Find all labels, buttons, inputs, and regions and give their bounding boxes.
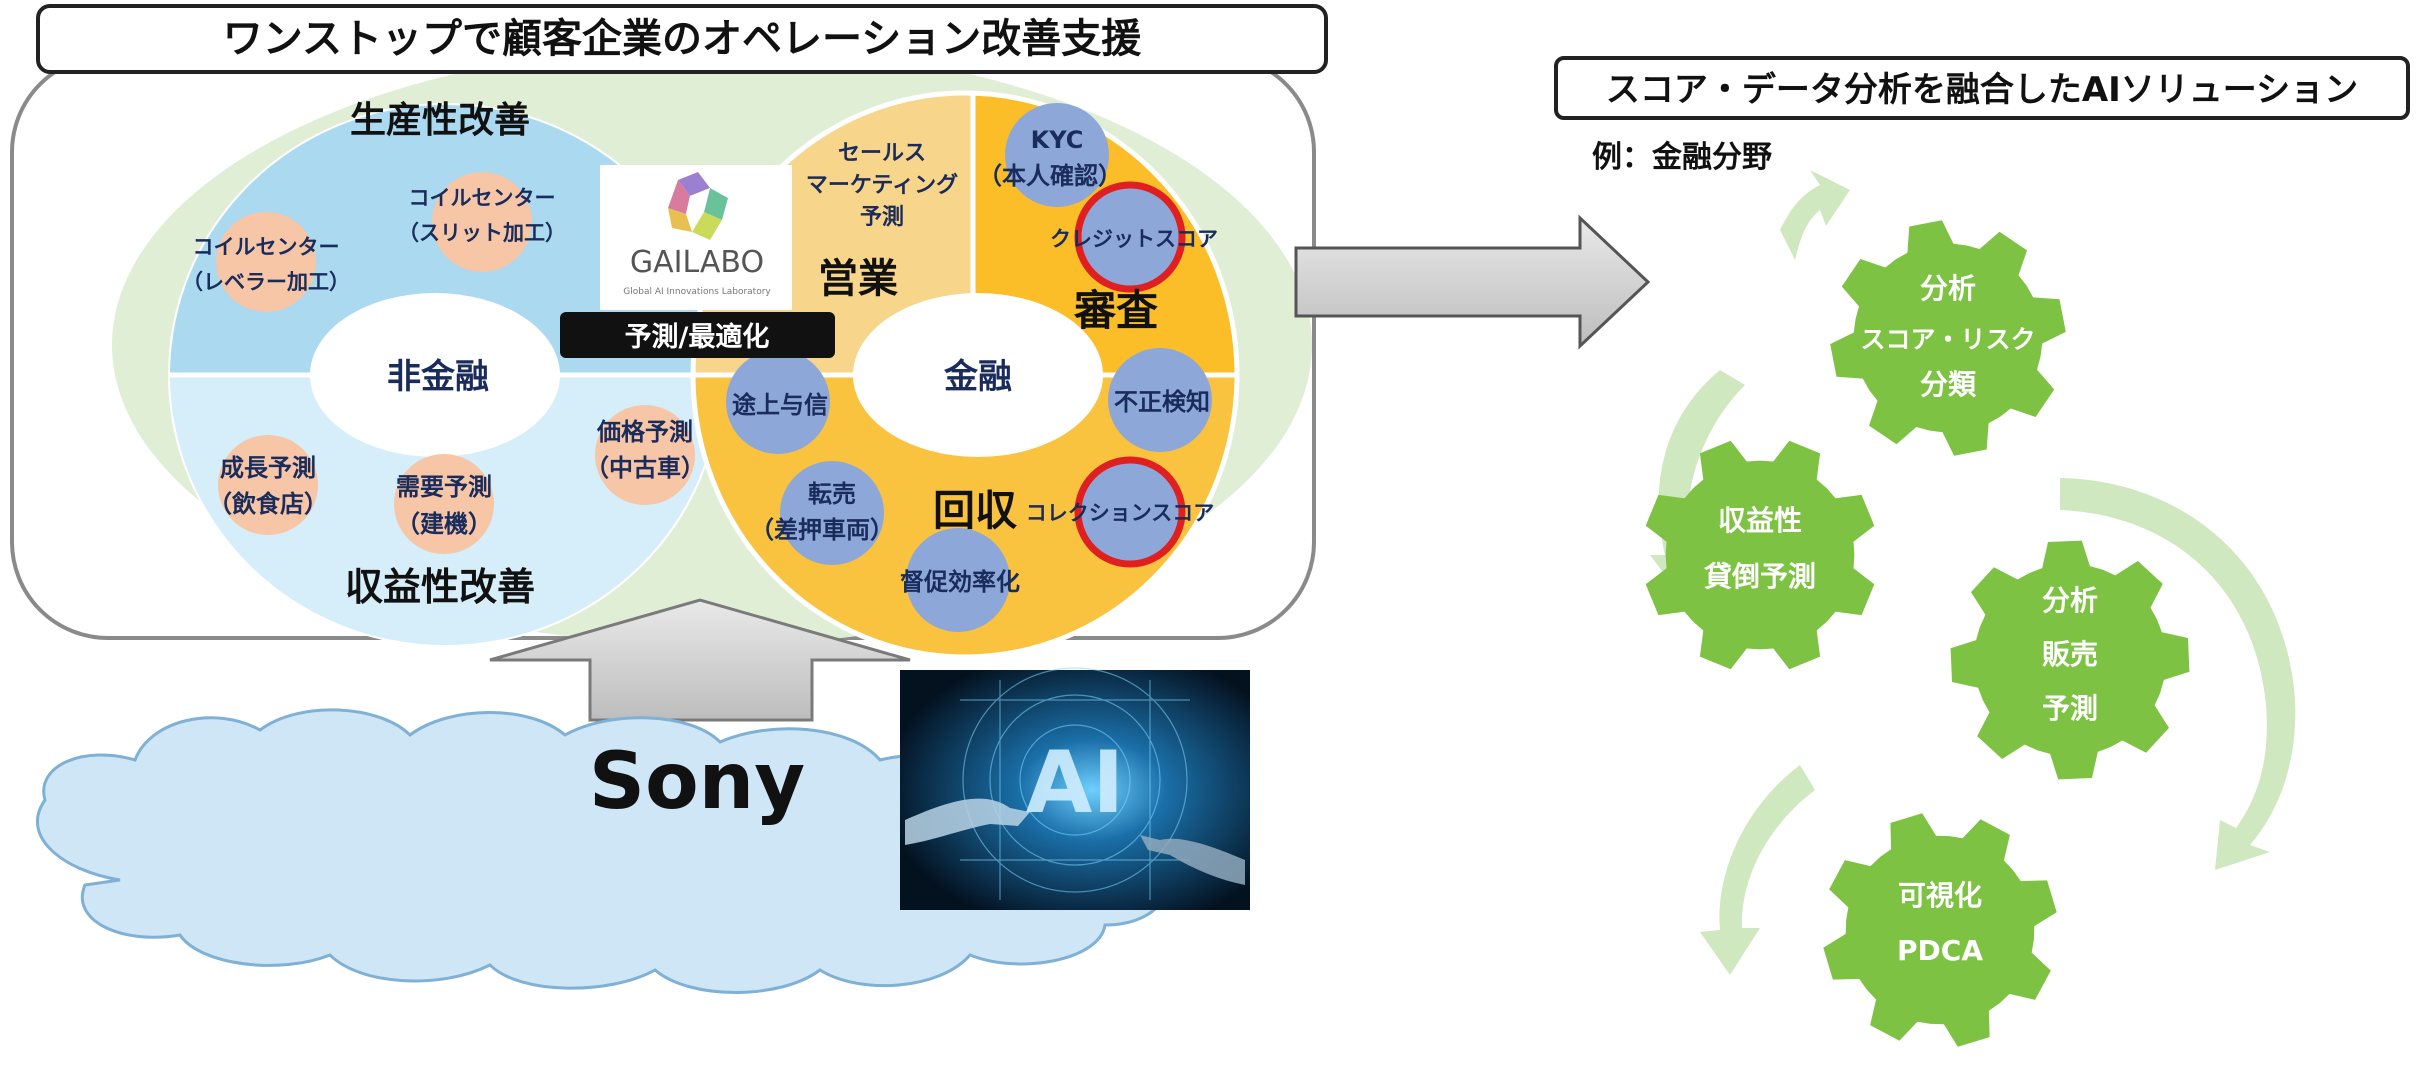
nf-item-5-line2: （中古車）: [585, 454, 705, 482]
nf-item-3-line2: （飲食店）: [208, 490, 328, 518]
non-finance-item-markers: [216, 172, 695, 554]
sales-item-line2: マーケティング: [806, 172, 958, 198]
gear-2: [1645, 440, 1875, 670]
nf-item-3-line1: 成長予測: [220, 454, 316, 482]
fin-item-collection-score: コレクションスコア: [1026, 501, 1215, 525]
gear-2-line1: 収益性: [1718, 504, 1802, 537]
hub-non-finance-label: 非金融: [387, 357, 489, 397]
gear-1: [1830, 220, 2066, 456]
gailabo-logo-name: GAILABO: [630, 245, 764, 280]
gear-3-line1: 分析: [2042, 584, 2098, 617]
nf-item-1-line1: コイルセンター: [409, 186, 556, 210]
ai-image: [900, 667, 1250, 910]
gear-3-line3: 予測: [2042, 692, 2098, 725]
fin-item-kyc-line1: KYC: [1031, 126, 1084, 154]
section-sales: 営業: [818, 256, 898, 302]
nf-item-2-line2: （レベラー加工）: [182, 270, 350, 294]
fin-item-resale-line1: 転売: [808, 480, 856, 508]
fin-item-dunning: 督促効率化: [900, 568, 1020, 596]
fin-item-credit-score: クレジットスコア: [1050, 227, 1218, 251]
highlight-collection-score: [1074, 456, 1186, 568]
gailabo-logo: [600, 165, 792, 310]
section-review: 審査: [1073, 286, 1158, 335]
gear-4-line2: PDCA: [1897, 934, 1983, 967]
sales-item-line3: 予測: [860, 205, 904, 230]
sales-item-line1: セールス: [838, 141, 926, 166]
fin-item-resale-line2: （差押車両）: [750, 516, 894, 544]
section-collection: 回収: [933, 486, 1017, 535]
optimize-badge: 予測/最適化: [625, 321, 770, 353]
fin-item-fraud: 不正検知: [1114, 388, 1210, 416]
nf-item-4-line1: 需要予測: [396, 473, 492, 501]
cloud-label: Sony: [589, 737, 805, 827]
ai-image-text: AI: [1026, 733, 1125, 833]
fin-item-kyc-line2: （本人確認）: [978, 162, 1122, 190]
hub-finance-label: 金融: [943, 357, 1012, 397]
gear-1-line3: 分類: [1920, 368, 1977, 401]
gears-group: [1645, 220, 2190, 1047]
text-layer: ワンストップで顧客企業のオペレーション改善支援 生産性改善 収益性改善 非金融 …: [182, 16, 2358, 967]
highlight-credit-score: [1074, 181, 1186, 293]
nf-item-4-line2: （建機）: [396, 510, 492, 538]
up-arrow: [489, 598, 911, 722]
gear-1-line2: スコア・リスク: [1860, 325, 2035, 354]
gailabo-logo-tagline: Global AI Innovations Laboratory: [623, 287, 771, 297]
gear-4: [1823, 813, 2057, 1047]
gear-3-line2: 販売: [2042, 638, 2098, 671]
header-title: ワンストップで顧客企業のオペレーション改善支援: [223, 16, 1142, 62]
nf-item-5-line1: 価格予測: [596, 418, 693, 446]
gear-1-line1: 分析: [1920, 272, 1976, 305]
nf-item-1-line2: （スリット加工）: [398, 221, 566, 245]
nf-item-2-line1: コイルセンター: [193, 235, 340, 259]
hub-finance: [853, 293, 1103, 457]
quadrant-top-label: 生産性改善: [350, 100, 530, 141]
header-title-box: [36, 4, 1328, 74]
fin-item-interim-credit: 途上与信: [732, 391, 828, 419]
hub-non-finance: [310, 293, 560, 457]
finance-item-markers: [726, 103, 1212, 632]
gear-3: [1950, 540, 2190, 780]
right-title-box: [1554, 56, 2410, 120]
right-arrow: [1294, 214, 1651, 350]
optimize-badge-bg: [560, 312, 835, 358]
right-subtitle: 例：金融分野: [1592, 140, 1772, 175]
gear-2-line2: 貸倒予測: [1704, 560, 1816, 593]
gear-4-line1: 可視化: [1898, 879, 1982, 912]
right-title: スコア・データ分析を融合したAIソリューション: [1606, 70, 2358, 110]
quadrant-bottom-label: 収益性改善: [345, 565, 535, 609]
